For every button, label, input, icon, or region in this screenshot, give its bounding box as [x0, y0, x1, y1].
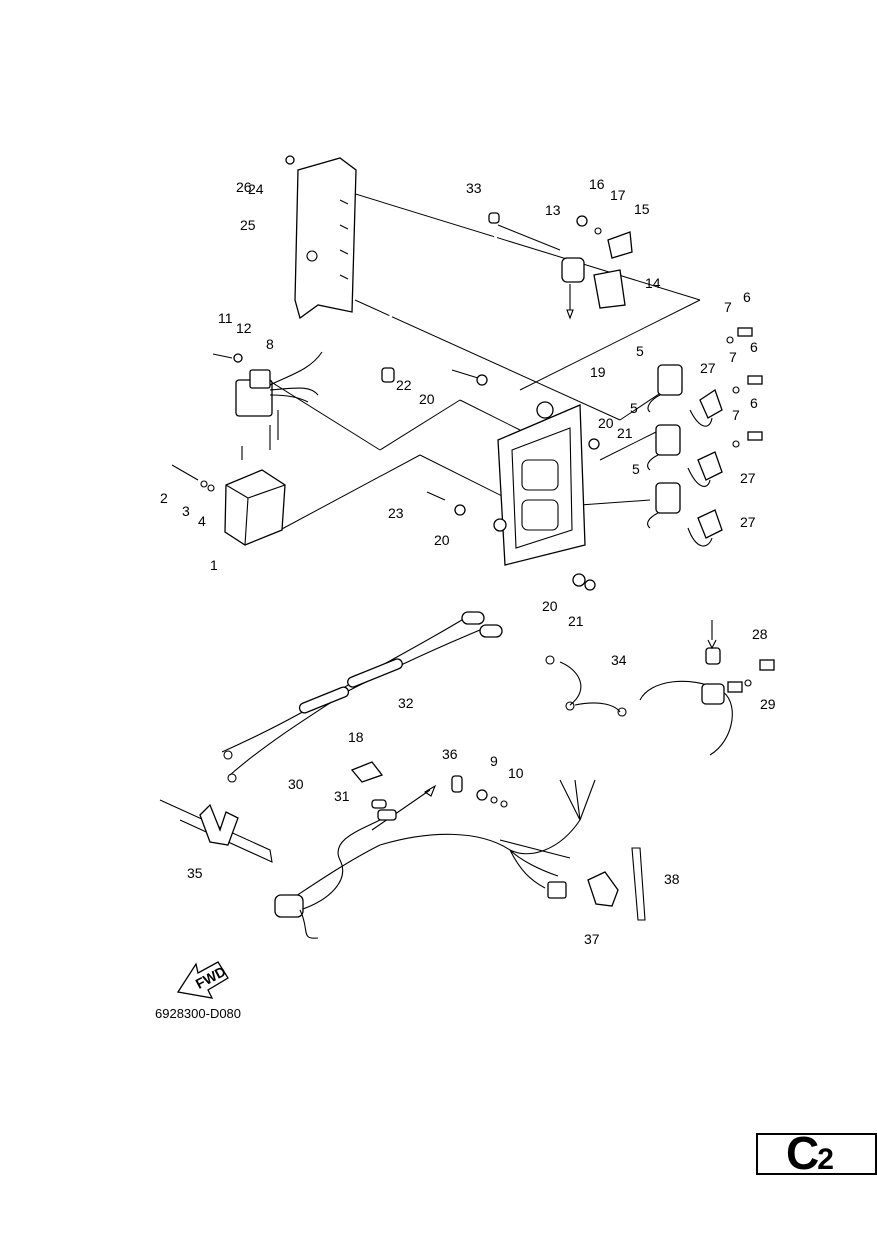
wire-harness-part-32: [221, 611, 503, 783]
callout-6: 6: [750, 339, 758, 355]
page-label-box: [756, 1133, 877, 1175]
callout-4: 4: [198, 513, 206, 529]
callout-6: 6: [743, 289, 751, 305]
page-label-letter: C: [786, 1127, 819, 1179]
callout-15: 15: [634, 201, 650, 217]
callout-21: 21: [617, 425, 633, 441]
callout-6: 6: [750, 395, 758, 411]
callout-17: 17: [610, 187, 626, 203]
holder-part-35: [159, 799, 273, 863]
callout-7: 7: [732, 407, 740, 423]
callout-19: 19: [590, 364, 606, 380]
callout-18: 18: [348, 729, 364, 745]
callout-27: 27: [740, 514, 756, 530]
reference-lines: [259, 179, 701, 531]
callout-5: 5: [630, 400, 638, 416]
callout-7: 7: [724, 299, 732, 315]
callout-12: 12: [236, 320, 252, 336]
callout-30: 30: [288, 776, 304, 792]
callout-13: 13: [545, 202, 561, 218]
callout-36: 36: [442, 746, 458, 762]
callout-5: 5: [632, 461, 640, 477]
callout-28: 28: [752, 626, 768, 642]
page-label: C2: [786, 1126, 834, 1180]
callout-20: 20: [434, 532, 450, 548]
ignition-coils-part-5: [647, 364, 683, 529]
callout-37: 37: [584, 931, 600, 947]
callout-1: 1: [210, 557, 218, 573]
callout-10: 10: [508, 765, 524, 781]
callout-8: 8: [266, 336, 274, 352]
plug-caps-part-27: [687, 388, 723, 547]
callout-9: 9: [490, 753, 498, 769]
bolts-part-6-7: [726, 327, 763, 448]
callout-24: 24: [248, 181, 264, 197]
base-plate-part-19: [426, 369, 600, 591]
callout-26: 26: [236, 179, 252, 195]
sensor-part-28-29: [639, 620, 775, 756]
fwd-arrow-icon: FWD: [176, 961, 229, 999]
callout-23: 23: [388, 505, 404, 521]
clip-part-18: [350, 761, 384, 783]
callout-34: 34: [611, 652, 627, 668]
callout-31: 31: [334, 788, 350, 804]
callout-21: 21: [568, 613, 584, 629]
callout-5: 5: [636, 343, 644, 359]
callout-14: 14: [645, 275, 661, 291]
callout-27: 27: [740, 470, 756, 486]
fasteners-part-36-9-10: [451, 775, 508, 808]
callout-29: 29: [760, 696, 776, 712]
callout-16: 16: [589, 176, 605, 192]
callout-20: 20: [598, 415, 614, 431]
cover-plate-part-25: [285, 155, 357, 320]
callout-38: 38: [664, 871, 680, 887]
callout-7: 7: [729, 349, 737, 365]
diagram-code: 6928300-D080: [155, 1006, 242, 1021]
ground-wire-part-34: [545, 655, 627, 717]
callout-11: 11: [218, 310, 233, 326]
cable-tie-part-38: [631, 847, 646, 921]
rectifier-part-8: [212, 351, 323, 417]
cdi-unit-part-1: [171, 410, 286, 546]
page-label-number: 2: [817, 1143, 834, 1176]
callout-2: 2: [160, 490, 168, 506]
callout-33: 33: [466, 180, 482, 196]
callout-numbers: 1234555666777891011121314151617181920202…: [160, 176, 776, 947]
callout-20: 20: [542, 598, 558, 614]
callout-35: 35: [187, 865, 203, 881]
callout-22: 22: [396, 377, 412, 393]
callout-20: 20: [419, 391, 435, 407]
callout-27: 27: [700, 360, 716, 376]
main-harness-part-30: [274, 779, 596, 939]
switch-assembly-13-14-15: [561, 215, 633, 320]
callout-32: 32: [398, 695, 414, 711]
callout-3: 3: [182, 503, 190, 519]
cable-part-33: [381, 212, 500, 383]
callout-25: 25: [240, 217, 256, 233]
connector-part-37: [587, 871, 619, 907]
